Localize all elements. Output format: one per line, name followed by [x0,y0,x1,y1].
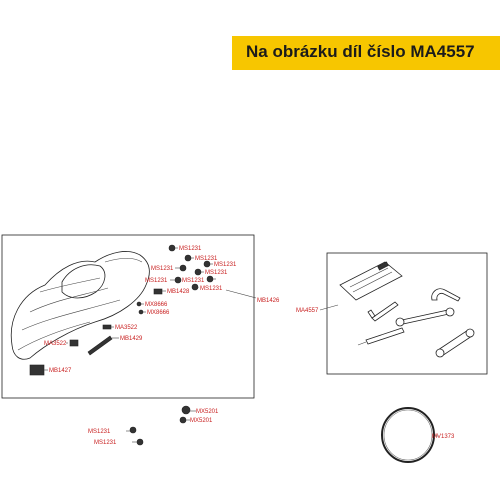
label-ma3522: MA3522 [44,341,67,347]
seat-assembly [10,251,150,360]
label-ms1231: MS1231 [195,256,218,262]
screwdriver-icon [357,327,405,346]
label-mb1427: MB1427 [49,368,72,374]
label-mx8666: MX8666 [147,310,170,316]
seat-group-frame [1,234,255,399]
label-mb1428: MB1428 [167,289,190,295]
hook-wrench-icon [431,288,461,302]
label-mx5201: MX5201 [190,418,213,424]
label-mx5201: MX5201 [196,409,219,415]
tool-pouch-icon [339,261,403,301]
lower-bolts [129,405,191,446]
label-mx8666: MX8666 [145,302,168,308]
part-number-banner: Na obrázku díl číslo MA4557 [232,36,500,70]
label-ms1231: MS1231 [94,440,117,446]
leader-lines-lower [126,410,196,443]
rubber-band-icon [381,407,435,463]
label-ms1231: MS1231 [182,278,205,284]
banner-title: Na obrázku díl číslo MA4557 [246,42,475,61]
tool-kit-frame [326,252,488,375]
label-ms1231: MS1231 [179,246,202,252]
label-ma3522: MA3522 [115,325,138,331]
wrench-icon [395,307,455,327]
label-mb1429: MB1429 [120,336,143,342]
label-ms1231: MS1231 [214,262,237,268]
hex-key-icon [367,301,399,322]
label-ma4557: MA4557 [296,308,319,314]
spark-plug-wrench-icon [435,328,475,358]
label-mb1426: MB1426 [257,298,280,304]
label-ms1231: MS1231 [200,286,223,292]
label-ms1231: MS1231 [205,270,228,276]
leader-lines-seat [44,247,257,371]
label-ms1231: MS1231 [151,266,174,272]
label-ms1231: MS1231 [145,278,168,284]
label-mv1373: MV1373 [432,434,455,440]
label-ms1231: MS1231 [88,429,111,435]
